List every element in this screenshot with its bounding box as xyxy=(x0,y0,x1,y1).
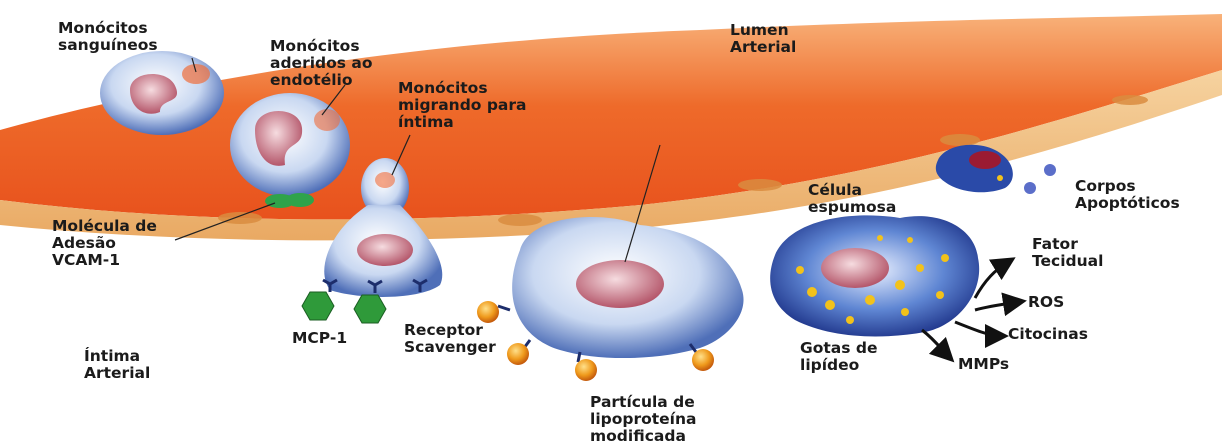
foam-cell xyxy=(770,215,979,336)
label-mcp-1: MCP-1 xyxy=(292,330,347,347)
label-ros: ROS xyxy=(1028,294,1064,311)
circulating-monocyte xyxy=(100,51,224,135)
label-receptor-scavenger: Receptor Scavenger xyxy=(404,322,496,356)
macrophage xyxy=(512,217,743,358)
label-molecula-adesao: Molécula de Adesão VCAM-1 xyxy=(52,218,157,269)
label-intima-arterial: Íntima Arterial xyxy=(84,348,150,382)
label-monocitos-migrando: Monócitos migrando para íntima xyxy=(398,80,527,131)
label-celula-espumosa: Célula espumosa xyxy=(808,182,896,216)
label-citocinas: Citocinas xyxy=(1008,326,1088,343)
label-gotas-lipideo: Gotas de lipídeo xyxy=(800,340,877,374)
label-particula-lipoproteina: Partícula de lipoproteína modificada xyxy=(590,394,697,445)
apoptotic-bodies xyxy=(1024,164,1056,194)
label-fator-tecidual: Fator Tecidual xyxy=(1032,236,1103,270)
mcp-1-molecules xyxy=(302,292,386,323)
label-corpos-apoptoticos: Corpos Apoptóticos xyxy=(1075,178,1180,212)
label-lumen: Lumen Arterial xyxy=(730,22,796,56)
adhered-monocyte xyxy=(230,93,350,197)
label-mmps: MMPs xyxy=(958,356,1009,373)
label-monocitos-aderidos: Monócitos aderidos ao endotélio xyxy=(270,38,373,89)
label-monocitos-sanguineos: Monócitos sanguíneos xyxy=(58,20,158,54)
